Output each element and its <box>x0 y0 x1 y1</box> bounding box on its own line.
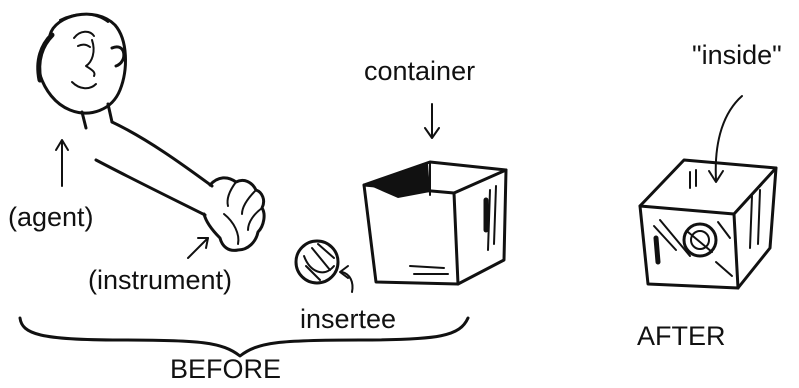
insertee-label: insertee <box>300 306 396 333</box>
instrument-label: (instrument) <box>88 267 232 294</box>
agent-arrow <box>56 140 68 186</box>
insertee-arrow <box>340 266 353 292</box>
open-box-container <box>364 162 506 284</box>
before-brace <box>20 318 468 356</box>
agent-label: (agent) <box>8 204 94 231</box>
inside-arrow <box>709 96 742 182</box>
before-label: BEFORE <box>170 356 281 383</box>
inside-label: "inside" <box>692 42 782 69</box>
closed-box-after <box>640 160 776 288</box>
container-arrow <box>425 104 439 138</box>
ball-insertee <box>296 241 338 283</box>
after-label: AFTER <box>637 323 726 350</box>
container-label: container <box>364 58 475 85</box>
instrument-arrow <box>188 238 208 258</box>
